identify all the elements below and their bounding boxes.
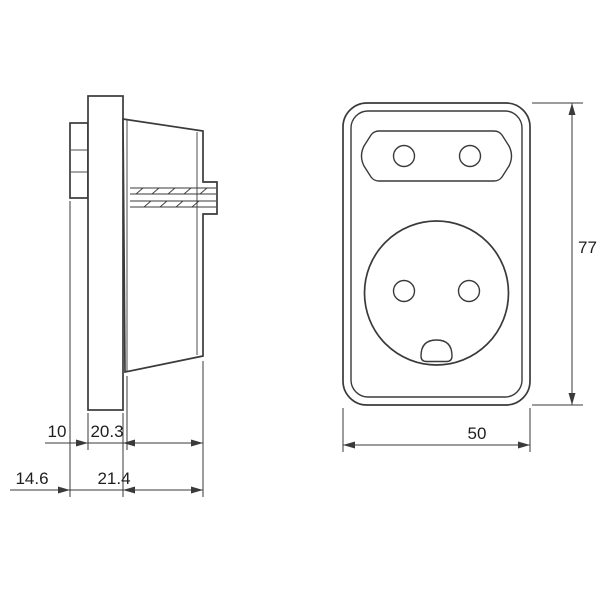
arrowhead: [58, 486, 70, 494]
arrowhead: [568, 103, 576, 115]
arrowhead: [191, 486, 203, 494]
round-socket-recess: [363, 220, 510, 366]
europlug-recess: [360, 130, 513, 182]
dim-label-plate-thickness: 10: [48, 422, 67, 441]
earth-slot: [420, 339, 453, 363]
socket-pin-hole-right: [457, 279, 481, 303]
arrowhead: [123, 439, 135, 447]
arrowhead: [123, 486, 135, 494]
arrowhead: [518, 441, 530, 449]
side-view-body: [122, 118, 218, 374]
dim-label-front-depth: 20.3: [90, 422, 123, 441]
arrowhead: [191, 439, 203, 447]
side-view-faceplate: [87, 95, 124, 411]
arrowhead: [76, 439, 88, 447]
side-view: [69, 95, 218, 411]
side-view-back-box: [69, 122, 89, 199]
arrowhead: [568, 393, 576, 405]
europlug-hole-left: [392, 144, 416, 168]
dim-label-front-width: 50: [468, 424, 487, 443]
europlug-hole-right: [458, 144, 482, 168]
arrowhead: [343, 441, 355, 449]
dimension-annotations: 10 20.3 14.6 21.4 77 50: [10, 102, 597, 497]
dim-label-total-depth: 21.4: [97, 469, 130, 488]
side-view-europlug-slot-detail: [130, 187, 216, 208]
dim-label-back-depth: 14.6: [15, 469, 48, 488]
dim-label-front-height: 77: [578, 238, 597, 257]
front-view: [342, 102, 531, 406]
socket-pin-hole-left: [392, 279, 416, 303]
hatching: [135, 187, 208, 208]
